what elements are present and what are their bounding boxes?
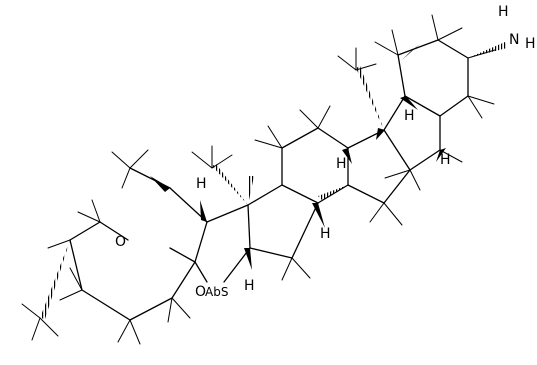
furan-oxygen-label: O xyxy=(195,284,206,300)
h-label-c16: H xyxy=(244,278,255,294)
wedge-bonds xyxy=(150,44,446,270)
amine-hydrogen-label: H xyxy=(498,4,509,20)
h-label-c14: H xyxy=(320,226,331,242)
hashed-bonds xyxy=(40,42,507,319)
h-label-c17: H xyxy=(196,176,207,192)
bond-skeleton xyxy=(69,39,469,321)
h-label-c5: H xyxy=(440,152,451,168)
amine-hydrogen-label-2: H xyxy=(525,36,536,52)
amine-nitrogen-label: N xyxy=(509,32,519,48)
hydrogen-bonds xyxy=(21,14,496,345)
atom-labels: H N H O O AbS H H H H H H xyxy=(115,4,536,300)
abs-stereo-label: AbS xyxy=(205,285,228,299)
h-label-c8: H xyxy=(404,108,415,124)
pyran-oxygen-label: O xyxy=(115,234,126,250)
h-label-c9: H xyxy=(336,156,347,172)
